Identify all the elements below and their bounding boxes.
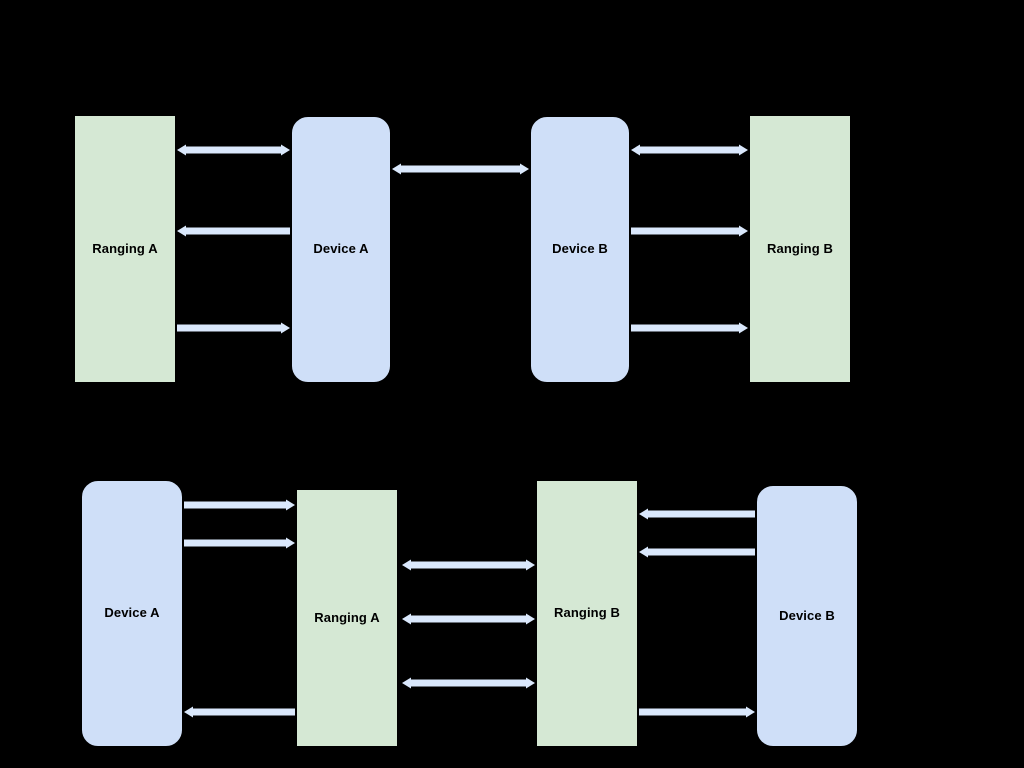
node-label-top-ranging-b: Ranging B [767,240,833,256]
edge-b5[interactable] [382,599,555,639]
node-bot-ranging-b[interactable]: Ranging B [537,481,637,746]
edge-b4[interactable] [382,545,555,585]
edge-b9[interactable] [619,692,775,732]
edge-graphic-t4 [392,163,529,175]
edge-b8[interactable] [619,532,775,572]
edge-arrowhead-right-t3 [281,322,290,334]
edge-arrowhead-right-b9 [746,706,755,718]
node-bot-ranging-a[interactable]: Ranging A [297,490,397,746]
edge-arrowhead-left-b7 [639,508,648,520]
edge-graphic-b7 [639,508,755,520]
edge-arrowhead-left-b6 [402,677,411,689]
edge-t2[interactable] [157,211,310,251]
node-label-bot-ranging-b: Ranging B [554,605,620,621]
node-top-ranging-a[interactable]: Ranging A [75,116,175,382]
edge-graphic-t1 [177,144,290,156]
edge-t6[interactable] [611,211,768,251]
edge-arrowhead-left-t2 [177,225,186,237]
edge-arrowhead-right-t6 [739,225,748,237]
node-label-bot-device-b: Device B [779,607,835,623]
edge-arrowhead-right-t4 [520,163,529,175]
node-label-bot-device-a: Device A [104,605,160,621]
edge-arrowhead-right-t7 [739,322,748,334]
edge-arrowhead-right-b1 [286,499,295,511]
node-label-top-device-a: Device A [313,241,369,257]
edge-t1[interactable] [157,130,310,170]
edge-arrowhead-right-b6 [526,677,535,689]
edge-graphic-b9 [639,706,755,718]
edge-b7[interactable] [619,494,775,534]
node-top-device-b[interactable]: Device B [531,117,629,382]
edge-graphic-b5 [402,613,535,625]
edge-graphic-b4 [402,559,535,571]
node-label-top-ranging-a: Ranging A [92,240,158,256]
edge-graphic-b8 [639,546,755,558]
edge-t3[interactable] [157,308,310,348]
edge-graphic-b2 [184,537,295,549]
edge-t4[interactable] [372,149,549,189]
node-top-device-a[interactable]: Device A [292,117,390,382]
edge-arrowhead-left-b5 [402,613,411,625]
node-bot-device-b[interactable]: Device B [757,486,857,746]
edge-graphic-b6 [402,677,535,689]
node-bot-device-a[interactable]: Device A [82,481,182,746]
edge-graphic-t5 [631,144,748,156]
edge-arrowhead-right-b2 [286,537,295,549]
edge-graphic-t3 [177,322,290,334]
edge-graphic-t7 [631,322,748,334]
edge-arrowhead-left-b8 [639,546,648,558]
edge-arrowhead-right-b5 [526,613,535,625]
edge-arrowhead-left-t4 [392,163,401,175]
edge-graphic-b3 [184,706,295,718]
edge-b1[interactable] [164,485,315,525]
edge-graphic-t2 [177,225,290,237]
edge-t5[interactable] [611,130,768,170]
edge-arrowhead-right-t5 [739,144,748,156]
edge-t7[interactable] [611,308,768,348]
edge-arrowhead-left-b3 [184,706,193,718]
node-label-bot-ranging-a: Ranging A [314,609,380,625]
edge-b6[interactable] [382,663,555,703]
node-label-top-device-b: Device B [552,241,608,257]
edge-graphic-b1 [184,499,295,511]
edge-graphic-t6 [631,225,748,237]
node-top-ranging-b[interactable]: Ranging B [750,116,850,382]
edge-arrowhead-right-t1 [281,144,290,156]
edge-arrowhead-left-b4 [402,559,411,571]
edge-arrowhead-right-b4 [526,559,535,571]
edge-arrowhead-left-t5 [631,144,640,156]
edge-b3[interactable] [164,692,315,732]
edge-arrowhead-left-t1 [177,144,186,156]
edge-b2[interactable] [164,523,315,563]
